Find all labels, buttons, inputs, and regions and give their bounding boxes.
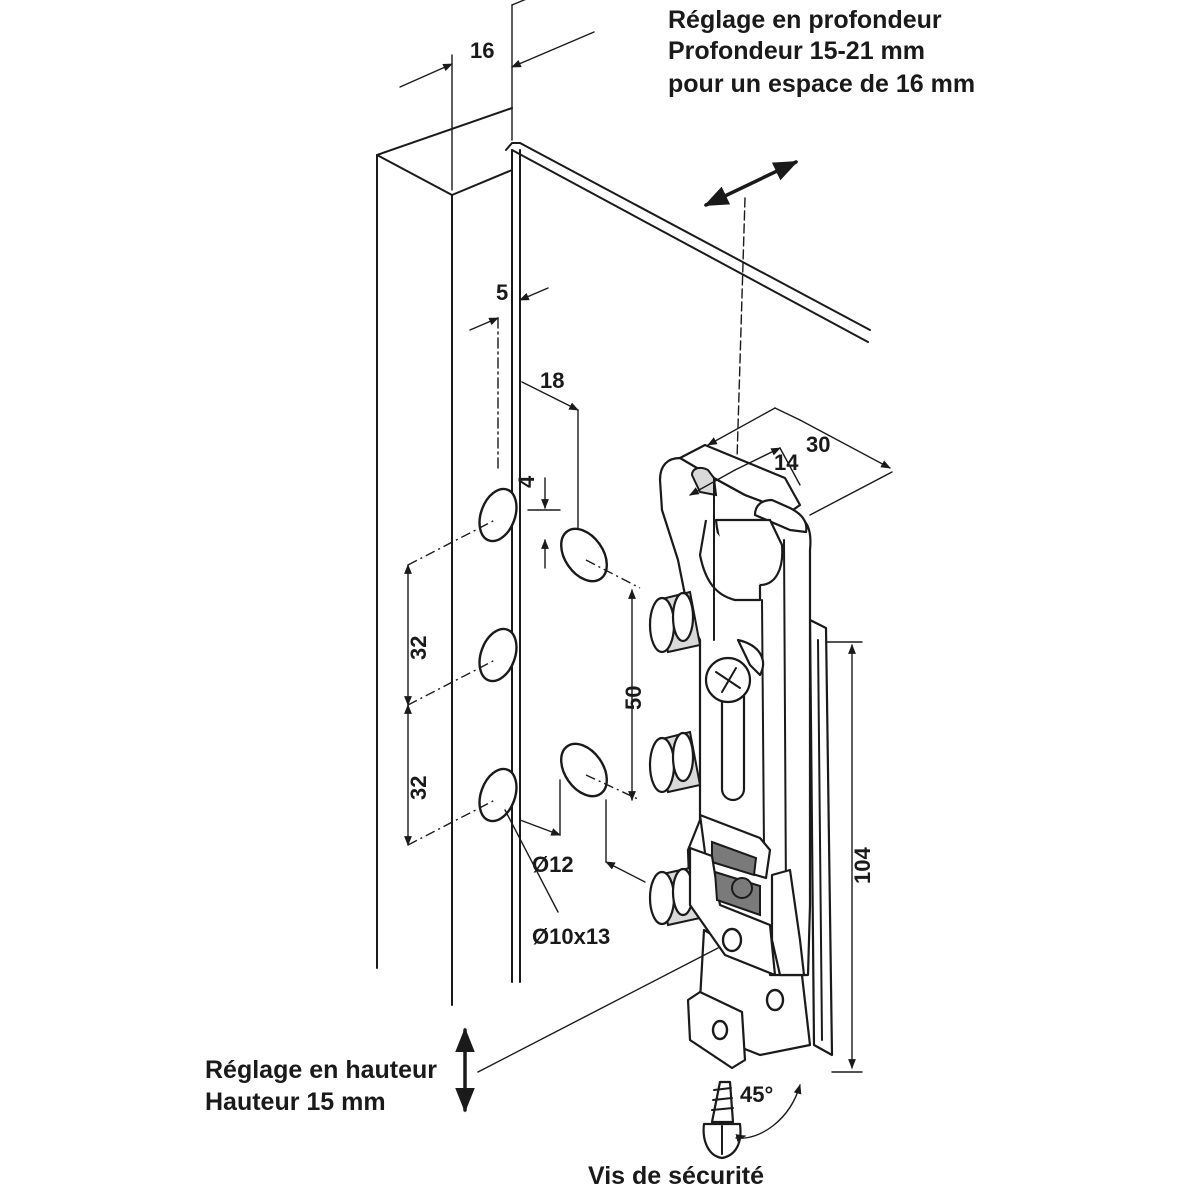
depth-adjustment-label: Réglage en profondeur Profondeur 15-21 m… xyxy=(668,6,975,98)
dimension-label-d10x13: Ø10x13 xyxy=(532,924,610,949)
hole-middle-front xyxy=(478,627,518,683)
cabinet-side-panel xyxy=(376,107,871,1006)
height-title: Réglage en hauteur xyxy=(205,1056,437,1084)
hole-lower-rear xyxy=(560,742,608,798)
depth-range: Profondeur 15-21 mm xyxy=(668,37,925,65)
cabinet-hanger-bracket xyxy=(648,443,834,1070)
dimension-104: 104 xyxy=(825,641,875,1073)
dimension-label-14: 14 xyxy=(774,450,799,475)
dimension-label-104: 104 xyxy=(850,847,875,884)
dimension-4: 4 xyxy=(514,475,561,569)
height-range: Hauteur 15 mm xyxy=(205,1088,386,1116)
dimension-5: 5 xyxy=(469,280,549,471)
hole-upper-front xyxy=(478,487,518,543)
dimension-label-30: 30 xyxy=(806,432,830,457)
depth-gap: pour un espace de 16 mm xyxy=(668,70,975,98)
dimension-label-d12: Ø12 xyxy=(532,852,574,877)
height-adjustment-arrow xyxy=(455,947,719,1113)
dimension-label-18: 18 xyxy=(540,368,564,393)
dimension-label-5: 5 xyxy=(496,280,508,305)
dimension-label-32-upper: 32 xyxy=(406,636,431,660)
dimension-label-4: 4 xyxy=(514,475,539,488)
angle-label-45: 45° xyxy=(740,1082,773,1107)
panel-holes xyxy=(407,487,641,846)
dimension-50: 50 xyxy=(621,589,646,801)
safety-screw: 45° xyxy=(702,1080,802,1160)
dimension-label-32-lower: 32 xyxy=(406,776,431,800)
depth-title: Réglage en profondeur xyxy=(668,6,942,34)
height-adjustment-label: Réglage en hauteur Hauteur 15 mm xyxy=(205,1056,437,1116)
dimension-label-16: 16 xyxy=(470,38,494,63)
hole-lower-front xyxy=(478,767,518,823)
dimension-14-30: 14 30 xyxy=(689,407,893,516)
safety-screw-label: Vis de sécurité xyxy=(588,1162,764,1190)
dimension-16: 16 xyxy=(399,0,595,191)
hole-upper-rear xyxy=(560,527,608,583)
dimension-32-32: 32 32 xyxy=(404,564,431,846)
dimension-18: 18 xyxy=(521,368,579,539)
dimension-label-50: 50 xyxy=(621,686,646,710)
diameter-callouts: Ø12 Ø10x13 xyxy=(504,779,646,949)
